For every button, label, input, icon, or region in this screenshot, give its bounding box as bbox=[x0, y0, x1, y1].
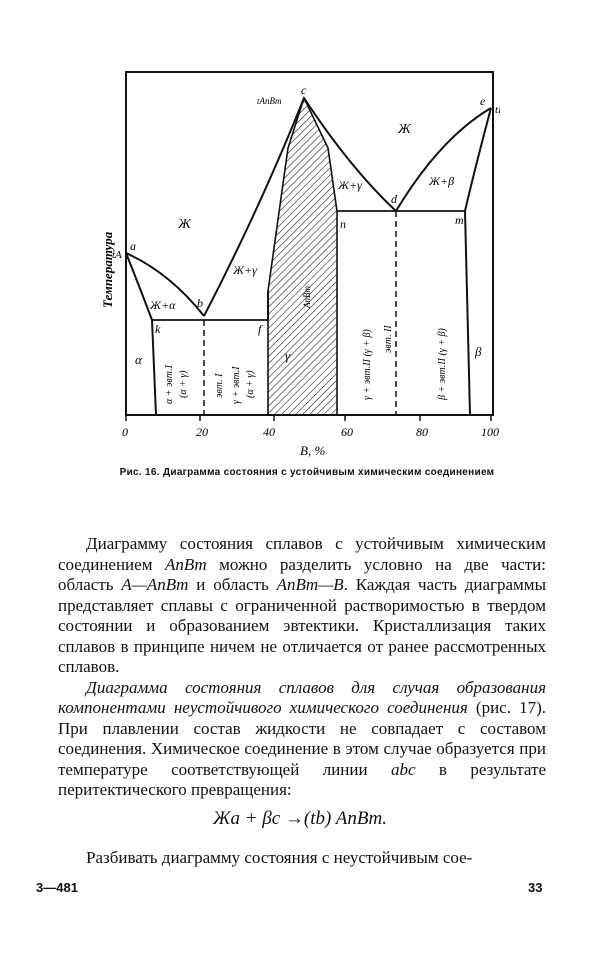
label-d: d bbox=[391, 192, 398, 206]
region-col1b: (α + γ) bbox=[178, 370, 189, 398]
y-axis-title: Температура bbox=[100, 231, 115, 308]
x-tick-60: 60 bbox=[341, 425, 353, 439]
liquidus-d-e bbox=[395, 107, 492, 212]
paragraph-2-heading: Диаграмма состояния сплавов для случая о… bbox=[58, 677, 546, 718]
region-liquid-gamma-right: Ж+γ bbox=[337, 178, 362, 192]
label-e: e bbox=[480, 94, 486, 108]
x-tick-80: 80 bbox=[416, 425, 428, 439]
paragraph-1: Диаграмму состояния сплавов с устойчивым… bbox=[58, 534, 546, 676]
body-text: Диаграмму состояния сплавов с устойчивым… bbox=[58, 534, 546, 801]
label-m: m bbox=[455, 213, 464, 227]
figure-caption: Рис. 16. Диаграмма состояния с устойчивы… bbox=[92, 467, 522, 479]
region-col3: γ + эвт.I bbox=[231, 366, 242, 404]
paragraph-2: Диаграмма состояния сплавов для случая о… bbox=[58, 677, 547, 800]
phase-diagram: 0 20 40 60 80 100 B, % Температура tA a … bbox=[100, 71, 500, 458]
region-col1: α + эвт.I bbox=[164, 364, 175, 404]
line-abc: abc bbox=[390, 759, 416, 779]
caption-text: Диаграмма состояния с устойчивым химичес… bbox=[162, 467, 495, 478]
x-tick-40: 40 bbox=[263, 425, 275, 439]
region-col2: эвт. I bbox=[214, 373, 225, 398]
label-c: c bbox=[301, 83, 307, 97]
label-tA: tA bbox=[112, 249, 122, 261]
page-number: 33 bbox=[528, 880, 543, 895]
liquidus-c-d bbox=[303, 97, 397, 212]
region-liquid-gamma-left: Ж+γ bbox=[232, 263, 257, 277]
region-beta: β bbox=[474, 344, 482, 359]
label-tAnBm: tAnBm bbox=[257, 96, 282, 106]
label-a: a bbox=[130, 239, 136, 253]
label-n: n bbox=[340, 217, 346, 231]
x-tick-0: 0 bbox=[122, 425, 128, 439]
region-alpha: α bbox=[135, 352, 143, 367]
x-axis-title: B, % bbox=[300, 443, 325, 458]
region-gamma: γ bbox=[285, 348, 291, 363]
x-tick-100: 100 bbox=[481, 425, 499, 439]
alpha-solvus bbox=[151, 319, 157, 416]
region-col6: β + эвт.II (γ + β) bbox=[437, 328, 448, 401]
solidus-a-k bbox=[125, 252, 153, 321]
beta-solvus bbox=[464, 210, 471, 416]
region-liquid-beta: Ж+β bbox=[428, 174, 454, 188]
region-liquid-right: Ж bbox=[397, 122, 412, 137]
solidus-e-m bbox=[464, 107, 492, 212]
region-compound: AnBm bbox=[302, 286, 312, 309]
region-col4: γ + эвт.II (γ + β) bbox=[362, 329, 373, 400]
caption-number: Рис. 16. bbox=[119, 467, 160, 478]
peritectic-formula: Жa + βc →(tb) AnBm. bbox=[213, 808, 387, 829]
label-k: k bbox=[155, 322, 161, 336]
region-col3b: (α + γ) bbox=[245, 370, 256, 398]
region-liquid-left: Ж bbox=[177, 217, 192, 232]
x-tick-20: 20 bbox=[196, 425, 208, 439]
liquidus-left bbox=[125, 252, 205, 317]
region-col5: эвт. II bbox=[383, 325, 394, 353]
liquidus-b-c bbox=[203, 97, 305, 317]
footer-signature: 3—481 bbox=[36, 880, 78, 895]
label-tB: tB bbox=[495, 104, 500, 116]
label-f: f bbox=[258, 322, 263, 336]
formula-a-anbm: A—AnBm bbox=[121, 575, 189, 594]
compound-region bbox=[267, 95, 338, 416]
region-liquid-alpha: Ж+α bbox=[149, 298, 176, 312]
formula-anbm-b: AnBm—B bbox=[276, 575, 344, 594]
formula-anbm: AnBm bbox=[165, 554, 207, 574]
label-b: b bbox=[197, 296, 203, 310]
closing-line: Разбивать диаграмму состояния с неустойч… bbox=[86, 848, 473, 867]
